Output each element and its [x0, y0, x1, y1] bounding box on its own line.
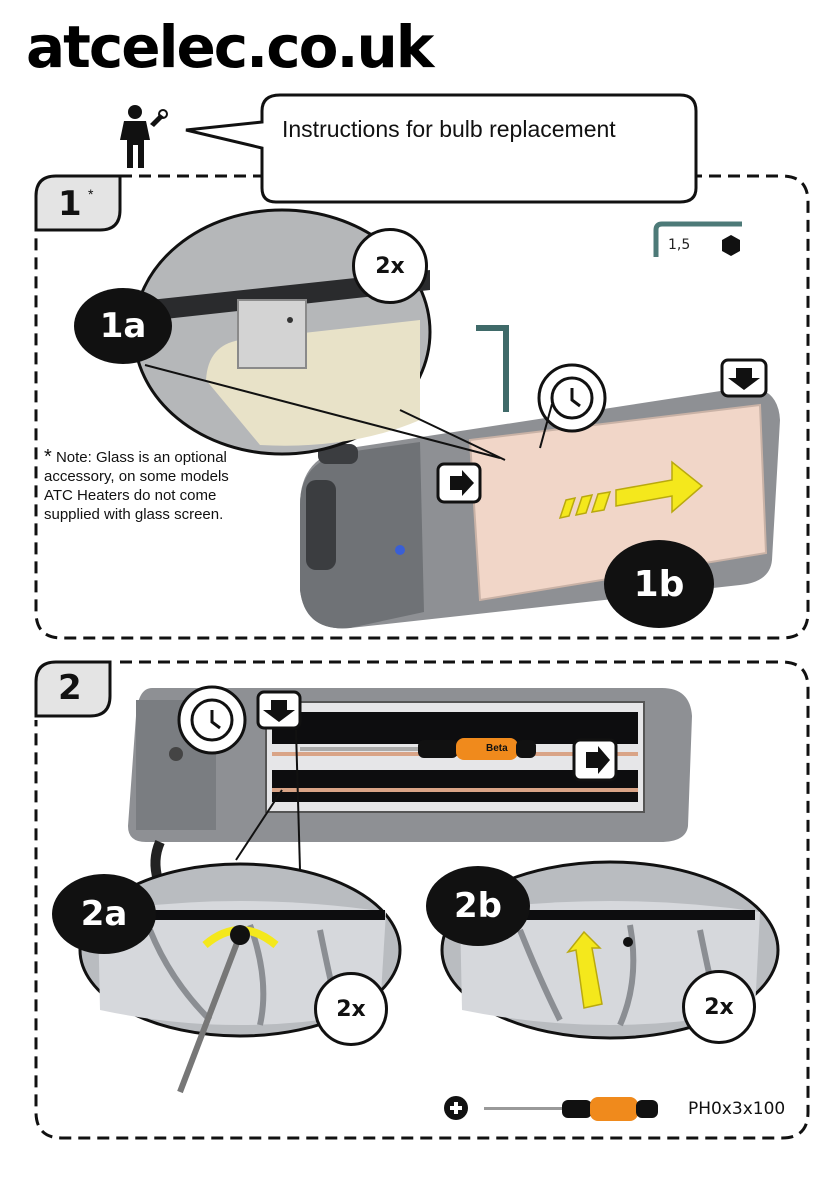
badge-2b: 2b	[426, 866, 530, 946]
page-title: Instructions for bulb replacement	[282, 116, 616, 143]
count-2a: 2x	[314, 972, 388, 1046]
detail-magnifier-1	[134, 210, 505, 460]
right-arrow-icon-2	[574, 740, 616, 780]
step2-number: 2	[58, 668, 82, 708]
screwdriver-brand-label: Beta	[486, 743, 508, 754]
hex-icon	[722, 235, 740, 256]
count-1a: 2x	[352, 228, 428, 304]
step1-asterisk: *	[88, 186, 93, 202]
glass-note: * Note: Glass is an optional accessory, …	[44, 448, 244, 524]
speech-bubble	[186, 95, 696, 202]
badge-1b: 1b	[604, 540, 714, 628]
right-arrow-icon-1	[438, 464, 480, 502]
rotate-clock-icon-2	[179, 687, 245, 753]
count-2b: 2x	[682, 970, 756, 1044]
tool-size-label: 1,5	[668, 237, 690, 253]
note-asterisk: *	[44, 446, 52, 468]
down-arrow-icon-2	[258, 692, 300, 728]
note-text: Note: Glass is an optional accessory, on…	[44, 449, 229, 523]
brand-logo-text: atcelec.co.uk	[26, 18, 432, 76]
badge-1a: 1a	[74, 288, 172, 364]
down-arrow-icon-1	[722, 360, 766, 396]
phillips-screwdriver-tool	[444, 1096, 658, 1121]
tool-spec-label: PH0x3x100	[688, 1099, 785, 1119]
allen-key-tool	[476, 328, 506, 412]
step1-number: 1	[58, 184, 82, 224]
badge-2a: 2a	[52, 874, 156, 954]
technician-icon	[120, 105, 167, 168]
